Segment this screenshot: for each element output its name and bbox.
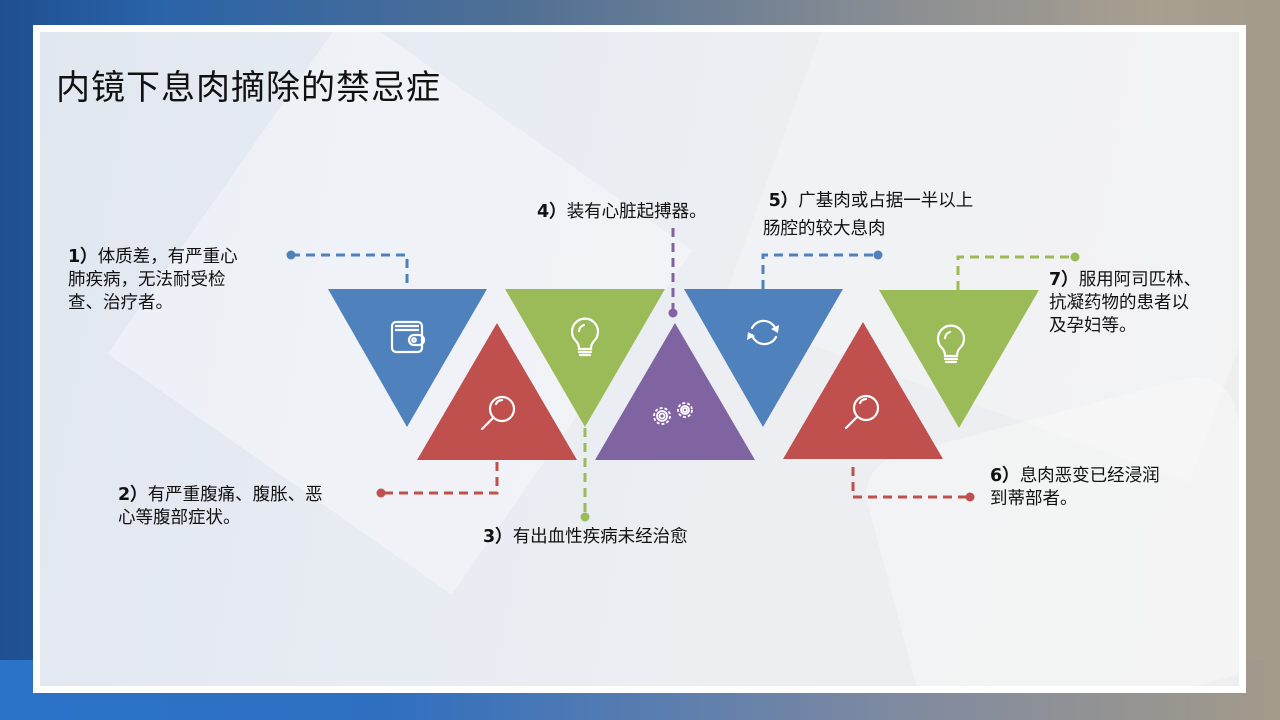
wallet-icon <box>390 320 426 354</box>
refresh-icon <box>747 319 779 346</box>
magnifier-icon <box>844 394 880 430</box>
item-text-line: 有出血性疾病未经治愈 <box>512 527 688 547</box>
connector-dot-4 <box>668 308 678 318</box>
item-text-line: 肺疾病，无法耐受检 <box>68 270 226 290</box>
item-1-label: 1）体质差，有严重心 肺疾病，无法耐受检 查、治疗者。 <box>68 246 238 315</box>
triangle-3 <box>505 289 665 427</box>
connector-1 <box>291 253 409 289</box>
item-text-line: 及孕妇等。 <box>1049 316 1137 336</box>
connector-6 <box>851 467 969 499</box>
item-text-line: 到蒂部者。 <box>990 489 1078 509</box>
item-5-label: 5）广基肉或占据一半以上 肠腔的较大息肉 <box>763 187 973 243</box>
lightbulb-icon <box>570 317 600 357</box>
connector-dot-2 <box>376 488 386 498</box>
item-number: 1） <box>68 247 98 267</box>
item-text-line: 息肉恶变已经浸润 <box>1019 466 1160 486</box>
item-number: 6） <box>990 466 1020 486</box>
item-text-line: 查、治疗者。 <box>68 293 173 313</box>
triangle-5 <box>684 289 843 427</box>
item-text-line: 心等腹部症状。 <box>118 508 241 528</box>
item-6-label: 6）息肉恶变已经浸润 到蒂部者。 <box>990 465 1160 511</box>
item-2-label: 2）有严重腹痛、腹胀、恶 心等腹部症状。 <box>118 484 323 530</box>
connector-7 <box>956 255 1074 290</box>
item-text-line: 广基肉或占据一半以上 <box>798 191 974 211</box>
triangle-1 <box>328 289 487 427</box>
item-4-label: 4）装有心脏起搏器。 <box>537 201 707 224</box>
triangle-2 <box>417 323 577 460</box>
page-title: 内镜下息肉摘除的禁忌症 <box>56 68 441 108</box>
item-text-line: 有严重腹痛、腹胀、恶 <box>147 485 323 505</box>
connector-dot-7 <box>1070 252 1080 262</box>
item-number: 4） <box>537 202 567 222</box>
triangle-7 <box>879 290 1039 428</box>
connector-dot-5 <box>873 250 883 260</box>
triangle-6 <box>783 322 943 459</box>
item-number: 2） <box>118 485 148 505</box>
item-text-line: 抗凝药物的患者以 <box>1049 293 1189 313</box>
magnifier-icon <box>480 395 516 431</box>
gears-icon <box>653 402 693 425</box>
triangle-4 <box>595 323 755 460</box>
item-text-line: 服用阿司匹林、 <box>1078 270 1202 290</box>
connector-5 <box>761 253 878 289</box>
item-number: 3） <box>483 527 513 547</box>
connector-dot-3 <box>580 512 590 522</box>
item-text-line: 体质差，有严重心 <box>97 247 238 267</box>
connector-dot-6 <box>965 492 975 502</box>
item-text-line: 肠腔的较大息肉 <box>763 219 886 239</box>
connector-2 <box>381 462 499 495</box>
item-number: 7） <box>1049 270 1079 290</box>
lightbulb-icon <box>936 324 966 364</box>
item-7-label: 7）服用阿司匹林、 抗凝药物的患者以 及孕妇等。 <box>1049 269 1201 338</box>
connector-dot-1 <box>286 250 296 260</box>
slide-panel <box>40 32 1239 686</box>
item-text-line: 装有心脏起搏器。 <box>566 202 707 222</box>
item-3-label: 3）有出血性疾病未经治愈 <box>483 526 688 549</box>
item-number: 5） <box>768 191 799 211</box>
